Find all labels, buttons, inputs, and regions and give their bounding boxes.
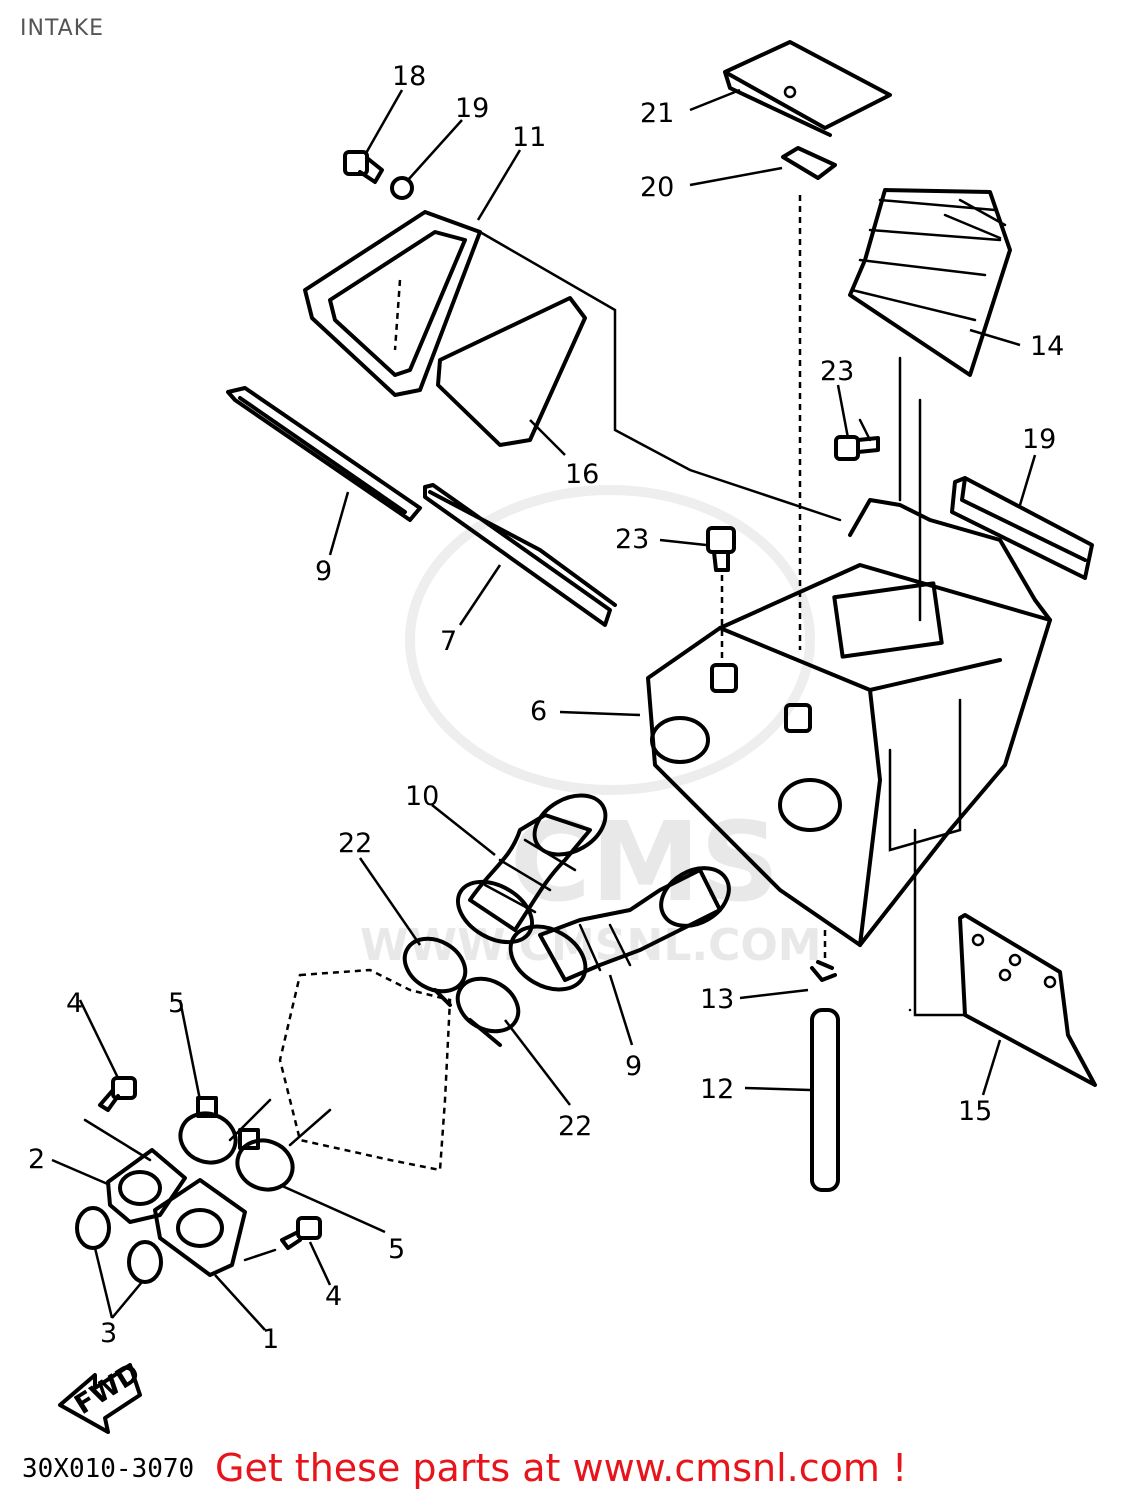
- callout-22-lower: 22: [558, 1111, 592, 1142]
- part-8-element: [226, 386, 422, 522]
- callout-13: 13: [700, 984, 734, 1015]
- callout-1: 1: [262, 1324, 279, 1355]
- part-2-joint: [106, 1148, 187, 1224]
- callout-5-upper: 5: [168, 988, 185, 1019]
- callout-19: 19: [1022, 424, 1056, 455]
- promo-link[interactable]: Get these parts at www.cmsnl.com !: [215, 1446, 908, 1490]
- part-4-bolt-lower: [280, 1216, 322, 1250]
- callout-23-upper: 23: [820, 356, 854, 387]
- callout-labels: 18 19 11 21 20 14 23 19 16 9 7 23 6 10 2…: [28, 61, 1064, 1355]
- callout-9: 9: [625, 1051, 642, 1082]
- part-17-bolt: [343, 150, 384, 184]
- callout-16: 16: [565, 459, 599, 490]
- callout-7: 7: [440, 626, 457, 657]
- fwd-arrow-icon: FWD: [58, 1357, 146, 1434]
- part-5-clamp-upper: [178, 1096, 238, 1165]
- watermark: CMS WWW.CMSNL.COM: [360, 485, 822, 971]
- part-6-air-box: [646, 498, 1052, 947]
- leader-lines: [51, 88, 1037, 1331]
- callout-5-lower: 5: [388, 1234, 405, 1265]
- page-title: INTAKE: [20, 16, 105, 41]
- callout-4-lower: 4: [325, 1281, 342, 1312]
- diagram-code: 30X010-3070: [22, 1454, 195, 1484]
- callout-10: 10: [405, 781, 439, 812]
- part-9-hose: [508, 866, 731, 992]
- callout-22-upper: 22: [338, 828, 372, 859]
- fwd-label: FWD: [69, 1357, 145, 1421]
- callout-17: 18: [392, 61, 426, 92]
- callout-23-lower: 23: [615, 524, 649, 555]
- part-19-foam: [950, 476, 1094, 580]
- callout-4-upper: 4: [66, 988, 83, 1019]
- callout-20: 20: [640, 172, 674, 203]
- callout-15: 15: [958, 1096, 992, 1127]
- callout-11: 11: [512, 122, 546, 153]
- part-14-duct: [848, 188, 1012, 377]
- part-23-bolt-upper: [834, 435, 880, 461]
- part-22-clamp-right: [455, 976, 521, 1047]
- part-1-joint: [153, 1178, 247, 1277]
- part-3-oring-right: [127, 1240, 163, 1284]
- callout-12: 12: [700, 1074, 734, 1105]
- callout-2: 2: [28, 1144, 45, 1175]
- part-15-gasket: [958, 913, 1097, 1087]
- part-23-bolt-lower: [706, 526, 736, 572]
- part-16-gasket: [436, 296, 587, 447]
- callout-18: 19: [455, 93, 489, 124]
- callout-8: 9: [315, 556, 332, 587]
- carburetor-outline: [278, 968, 452, 1172]
- part-7-filter: [423, 483, 617, 627]
- part-3-oring-left: [75, 1206, 111, 1250]
- part-5-clamp-lower: [235, 1128, 295, 1192]
- part-11-frame: [303, 210, 482, 397]
- callout-6: 6: [530, 696, 547, 727]
- part-12-tube: [810, 1008, 840, 1192]
- callout-21: 21: [640, 98, 674, 129]
- callout-14: 14: [1030, 331, 1064, 362]
- watermark-url-text: WWW.CMSNL.COM: [360, 920, 822, 971]
- part-4-bolt-upper: [98, 1076, 137, 1112]
- callout-3: 3: [100, 1318, 117, 1349]
- part-21-cover: [723, 40, 892, 137]
- part-10-hose: [456, 793, 608, 945]
- part-20-pad: [781, 146, 837, 180]
- part-18-washer: [390, 176, 414, 200]
